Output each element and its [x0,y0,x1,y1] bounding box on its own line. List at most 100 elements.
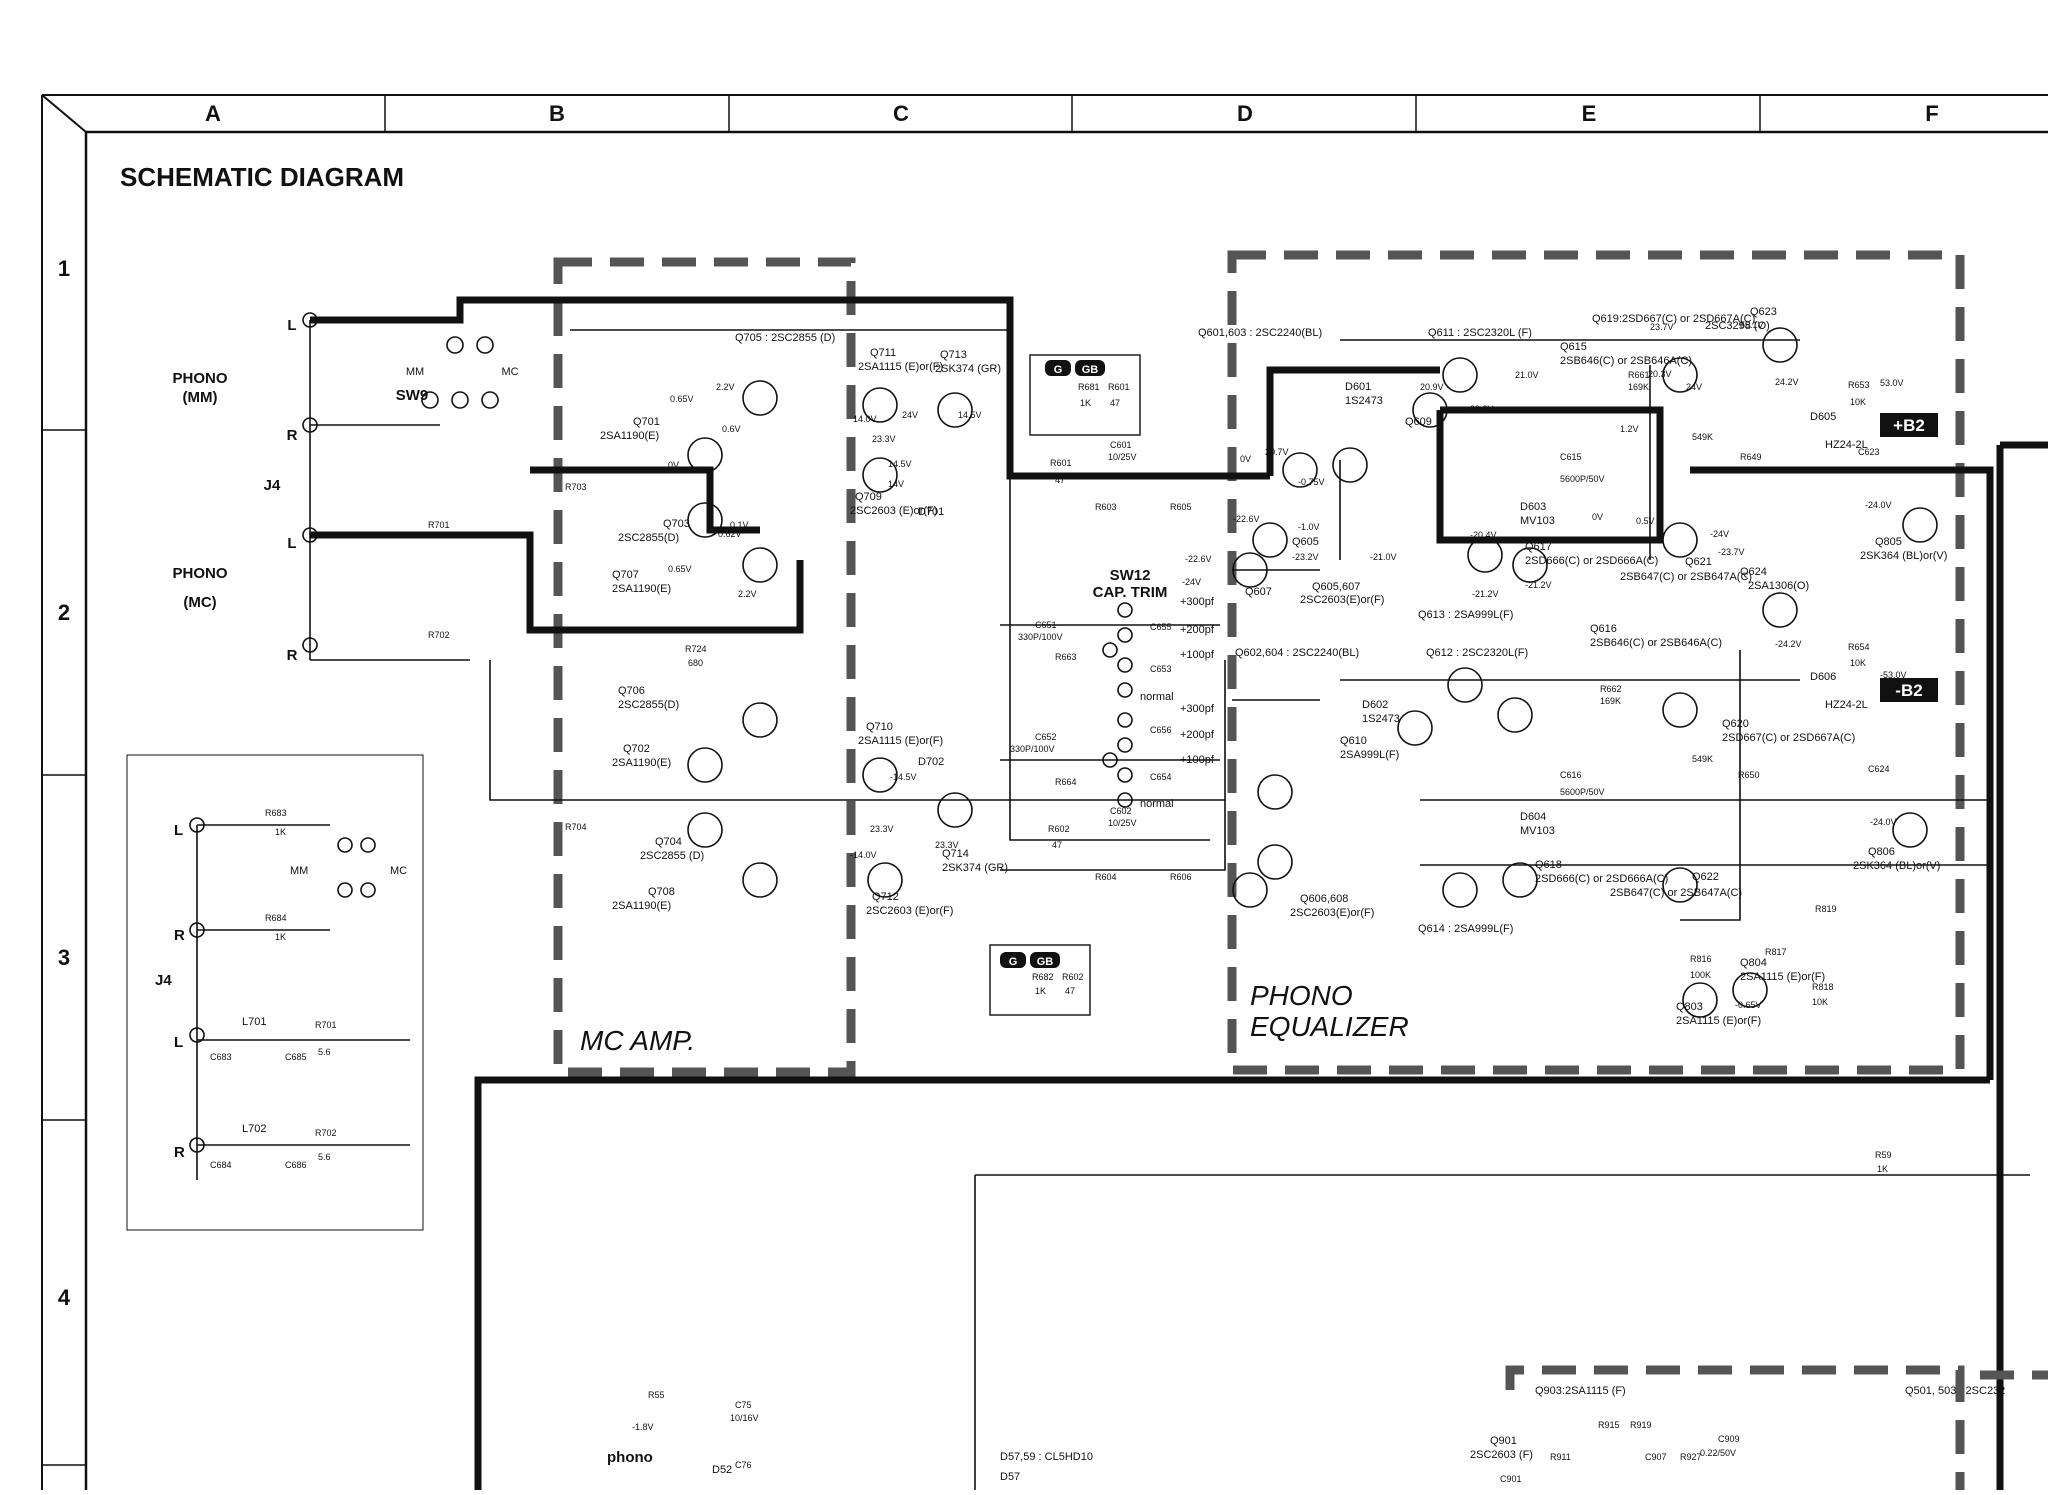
q704-label: Q704 [655,836,682,848]
grid-col-e: E [1582,101,1597,126]
v-0-b: 0V [1240,454,1251,464]
inset-l-2: L [174,1034,183,1051]
c651-label: C651 [1035,620,1057,630]
phono-mm-label: PHONO [172,370,227,387]
v-14-5-a: 14.5V [958,410,982,420]
grid-col-a: A [205,101,221,126]
q601-603-label: Q601,603 : 2SC2240(BL) [1198,327,1322,339]
q803-label: Q803 [1676,1001,1703,1013]
inset-r701: R701 [315,1020,337,1030]
v-20-7: 20.7V [1265,447,1289,457]
v-24-a: 24V [902,410,918,420]
q714-label: Q714 [942,848,969,860]
q613-label: Q613 : 2SA999L(F) [1418,609,1513,621]
inset-l702: L702 [242,1123,266,1135]
grid-row-4: 4 [58,1285,71,1310]
r704-label: R704 [565,822,587,832]
r681-value: 1K [1080,398,1091,408]
minus-b2-label: -B2 [1895,681,1922,700]
v-23-3-a: 23.3V [872,434,896,444]
v-m21-2-a: -21.2V [1472,589,1499,599]
r604-label: R604 [1095,872,1117,882]
cap-trim-label: CAP. TRIM [1093,584,1168,601]
q501-label: Q501, 503 : 2SC232 [1905,1385,2005,1397]
inset-box [126,754,424,1231]
v-0-65-b: 0.65V [668,564,692,574]
jack-l-mm-label: L [287,317,296,334]
r818-value: 10K [1812,997,1828,1007]
c601-label: C601 [1110,440,1132,450]
input-jacks [302,312,499,653]
gb-badge-2 [1030,952,1060,968]
q707-label: Q707 [612,569,639,581]
r601-g-label: R601 [1108,382,1130,392]
g-gb-box-1 [1029,354,1141,436]
q712-label: Q712 [872,891,899,903]
inset-c685: C685 [285,1052,307,1062]
r649-label: R649 [1740,452,1762,462]
q609-label: Q609 [1405,416,1432,428]
phono-equalizer-label-2: EQUALIZER [1250,1011,1409,1042]
q705-label: Q705 : 2SC2855 (D) [735,332,835,344]
sw12-label: SW12 [1110,567,1151,584]
plus-b2-tag [1880,413,1938,437]
d57-label: D57 [1000,1471,1020,1483]
q624-type: 2SA1306(O) [1748,580,1809,592]
q612-label: Q612 : 2SC2320L(F) [1426,647,1528,659]
r55-label: R55 [648,1390,665,1400]
v-m0-75: -0.75V [1298,477,1325,487]
v-55-1: 55.1V [1740,320,1764,330]
r702-label: R702 [428,630,450,640]
j4-label: J4 [264,477,281,494]
inset-r683: R683 [265,808,287,818]
v-m22-6: -22.6V [1233,514,1260,524]
q702-type: 2SA1190(E) [612,757,671,769]
q901-type: 2SC2603 (F) [1470,1449,1533,1461]
v-m1-0: -1.0V [1298,522,1320,532]
v-m1-8: -1.8V [632,1422,654,1432]
phono-mc-sub-label: (MC) [183,594,216,611]
gb-badge-2-label: GB [1037,956,1054,968]
v-0-62: 0.62V [718,529,742,539]
q606-608-type: 2SC2603(E)or(F) [1290,907,1374,919]
wiring [309,320,2030,1490]
mc-amp-label: MC AMP. [580,1025,695,1056]
r653-label: R653 [1848,380,1870,390]
v-20-3-b: 20.3V [1470,404,1494,414]
r663-label: R663 [1055,652,1077,662]
trim-100-upper: +100pf [1180,649,1215,661]
trim-300-lower: +300pf [1180,703,1215,715]
r59-value: 1K [1877,1164,1888,1174]
v-14-0: 14.0V [853,414,877,424]
inset-r683-value: 1K [275,827,286,837]
c624-label: C624 [1868,764,1890,774]
grid-row-3: 3 [58,945,70,970]
page-title: SCHEMATIC DIAGRAM [120,162,404,192]
q712-type: 2SC2603 (E)or(F) [866,905,953,917]
v-m24-b: -24V [1710,529,1729,539]
q703-type: 2SC2855(D) [618,532,679,544]
inset-c686: C686 [285,1160,307,1170]
grid-row-2: 2 [58,600,70,625]
q605-label: Q605 [1292,536,1319,548]
q711-type: 2SA1115 (E)or(F) [858,361,943,373]
q605-607-label: Q605,607 [1312,581,1360,593]
v-m14-5: -14.5V [890,772,917,782]
v-0-c: 0V [1592,512,1603,522]
inset-c683: C683 [210,1052,232,1062]
r662-label: R662 [1600,684,1622,694]
mm-label: MM [406,366,424,378]
q805-label: Q805 [1875,536,1902,548]
d52-label: D52 [712,1464,732,1476]
v-0-65-a: 0.65V [670,394,694,404]
v-14: 14V [888,479,904,489]
d701-label: D701 [918,506,944,518]
c75-value: 10/16V [730,1413,759,1423]
d57-59-label: D57,59 : CL5HD10 [1000,1451,1093,1463]
r662-value: 169K [1600,696,1621,706]
g-badge-1 [1045,360,1071,376]
q711-label: Q711 [870,347,896,359]
v-m21-2-b: -21.2V [1525,580,1552,590]
q624-label: Q624 [1740,566,1767,578]
r646-value: 549K [1692,754,1713,764]
